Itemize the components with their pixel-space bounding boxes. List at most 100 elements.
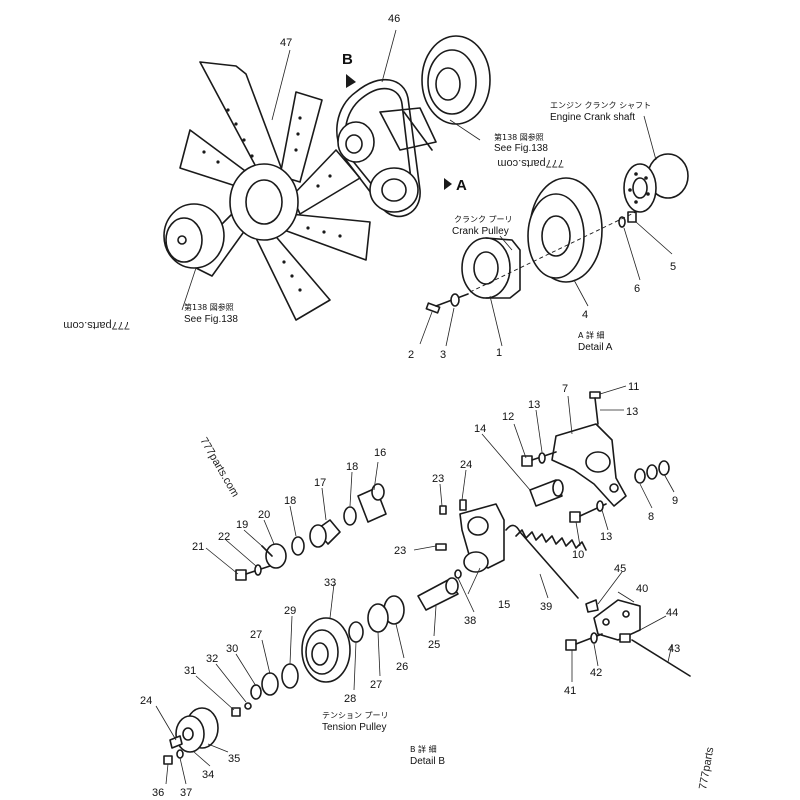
view-b-label: B bbox=[342, 51, 353, 68]
cover-34 bbox=[175, 715, 205, 753]
callout-8: 8 bbox=[648, 511, 654, 523]
snap-ring-18a bbox=[343, 506, 357, 526]
fan-hub-bore bbox=[245, 179, 283, 225]
callout-41: 41 bbox=[564, 685, 576, 697]
bolt-10-head bbox=[569, 511, 581, 523]
callout-13a: 13 bbox=[528, 399, 540, 411]
tension-pulley bbox=[301, 617, 351, 683]
see-fig-en-top: See Fig.138 bbox=[494, 143, 548, 154]
fan-clutch-face bbox=[165, 217, 203, 263]
seal-30 bbox=[250, 684, 262, 700]
detail-b-jp: B 詳 細 bbox=[410, 744, 437, 754]
bearing-27a bbox=[367, 603, 389, 633]
crank-shaft-en: Engine Crank shaft bbox=[550, 112, 635, 123]
washer-42 bbox=[590, 632, 598, 644]
callout-46: 46 bbox=[388, 13, 400, 25]
view-a-arrow bbox=[444, 178, 452, 190]
callout-26: 26 bbox=[396, 661, 408, 673]
lower-pulley bbox=[369, 167, 419, 213]
detail-b bbox=[163, 391, 691, 765]
callout-38: 38 bbox=[464, 615, 476, 627]
tension-pulley-bore bbox=[311, 642, 329, 666]
washer-38 bbox=[454, 569, 462, 579]
callout-15: 15 bbox=[498, 599, 510, 611]
bolt-11-shank bbox=[594, 397, 599, 425]
callout-27a: 27 bbox=[370, 679, 382, 691]
watermark-left: 777parts.com bbox=[63, 319, 130, 331]
alternator-pulley bbox=[337, 121, 375, 163]
plate-20 bbox=[265, 543, 287, 569]
washer-32 bbox=[244, 702, 252, 710]
callout-45: 45 bbox=[614, 563, 626, 575]
washer-13c bbox=[596, 500, 604, 512]
bracket-7-boss bbox=[585, 451, 611, 473]
bolt-41-head bbox=[565, 639, 577, 651]
fan-assembly bbox=[163, 61, 371, 321]
washer-6 bbox=[618, 216, 626, 228]
callout-1: 1 bbox=[496, 347, 502, 359]
fan-blade bbox=[283, 213, 371, 261]
callout-47: 47 bbox=[280, 37, 292, 49]
callout-30: 30 bbox=[226, 643, 238, 655]
detail-a bbox=[425, 153, 689, 314]
callout-44: 44 bbox=[666, 607, 678, 619]
callout-37: 37 bbox=[180, 787, 192, 799]
nut-45 bbox=[585, 599, 599, 613]
callout-5: 5 bbox=[670, 261, 676, 273]
bolt-21-head bbox=[235, 569, 247, 581]
callout-3: 3 bbox=[440, 349, 446, 361]
callout-14: 14 bbox=[474, 423, 486, 435]
spring-39-hook bbox=[505, 524, 579, 599]
callout-25: 25 bbox=[428, 639, 440, 651]
crank-pulley bbox=[461, 237, 511, 299]
callout-36: 36 bbox=[152, 787, 164, 799]
callout-7: 7 bbox=[562, 383, 568, 395]
callout-21: 21 bbox=[192, 541, 204, 553]
shaft-25-end bbox=[445, 577, 459, 595]
callout-2: 2 bbox=[408, 349, 414, 361]
belt-assembly bbox=[336, 35, 491, 218]
crank-pulley-en: Crank Pulley bbox=[452, 226, 509, 237]
callout-16: 16 bbox=[374, 447, 386, 459]
cover-34-center bbox=[182, 727, 194, 741]
tension-pulley-jp: テンション プーリ bbox=[322, 711, 389, 720]
alternator-pulley-bore bbox=[345, 134, 363, 154]
labels: B A 第138 図参照 See Fig.138 第138 図参照 See Fi… bbox=[184, 51, 651, 767]
leader-lines bbox=[155, 29, 675, 785]
spacer-28 bbox=[348, 621, 364, 643]
callout-22: 22 bbox=[218, 531, 230, 543]
callout-10: 10 bbox=[572, 549, 584, 561]
callout-24b: 24 bbox=[140, 695, 152, 707]
watermark-bottom-right: 777parts bbox=[697, 746, 716, 791]
bolt-31 bbox=[231, 707, 241, 717]
washer-9a bbox=[646, 464, 658, 480]
snap-ring-29 bbox=[281, 663, 299, 689]
nut-44 bbox=[619, 633, 631, 643]
washer-8 bbox=[634, 468, 646, 484]
callout-18b: 18 bbox=[284, 495, 296, 507]
view-a-label: A bbox=[456, 177, 467, 194]
watermark-top-right: 777parts.com bbox=[497, 157, 564, 169]
watermarks: 777parts.com 777parts.com 777parts.com 7… bbox=[63, 157, 716, 791]
callout-20: 20 bbox=[258, 509, 270, 521]
pin-14-end bbox=[552, 479, 564, 497]
watermark-detail-b: 777parts.com bbox=[197, 436, 241, 500]
bolt-12-head bbox=[521, 455, 533, 467]
callout-39: 39 bbox=[540, 601, 552, 613]
tensioner-bracket bbox=[379, 107, 437, 151]
grease-fitting-23a bbox=[439, 505, 447, 515]
washer-3 bbox=[450, 293, 460, 307]
bolt-5-head bbox=[627, 211, 637, 223]
snap-ring-18b bbox=[291, 536, 305, 556]
detail-b-en: Detail B bbox=[410, 756, 445, 767]
detail-a-axis bbox=[469, 209, 641, 293]
callout-34: 34 bbox=[202, 769, 214, 781]
damper-bore bbox=[541, 215, 571, 257]
bearing-17b bbox=[309, 524, 327, 548]
grease-fitting-23b bbox=[435, 543, 447, 551]
callout-19: 19 bbox=[236, 519, 248, 531]
pin-19 bbox=[261, 545, 273, 557]
callout-13c: 13 bbox=[600, 531, 612, 543]
